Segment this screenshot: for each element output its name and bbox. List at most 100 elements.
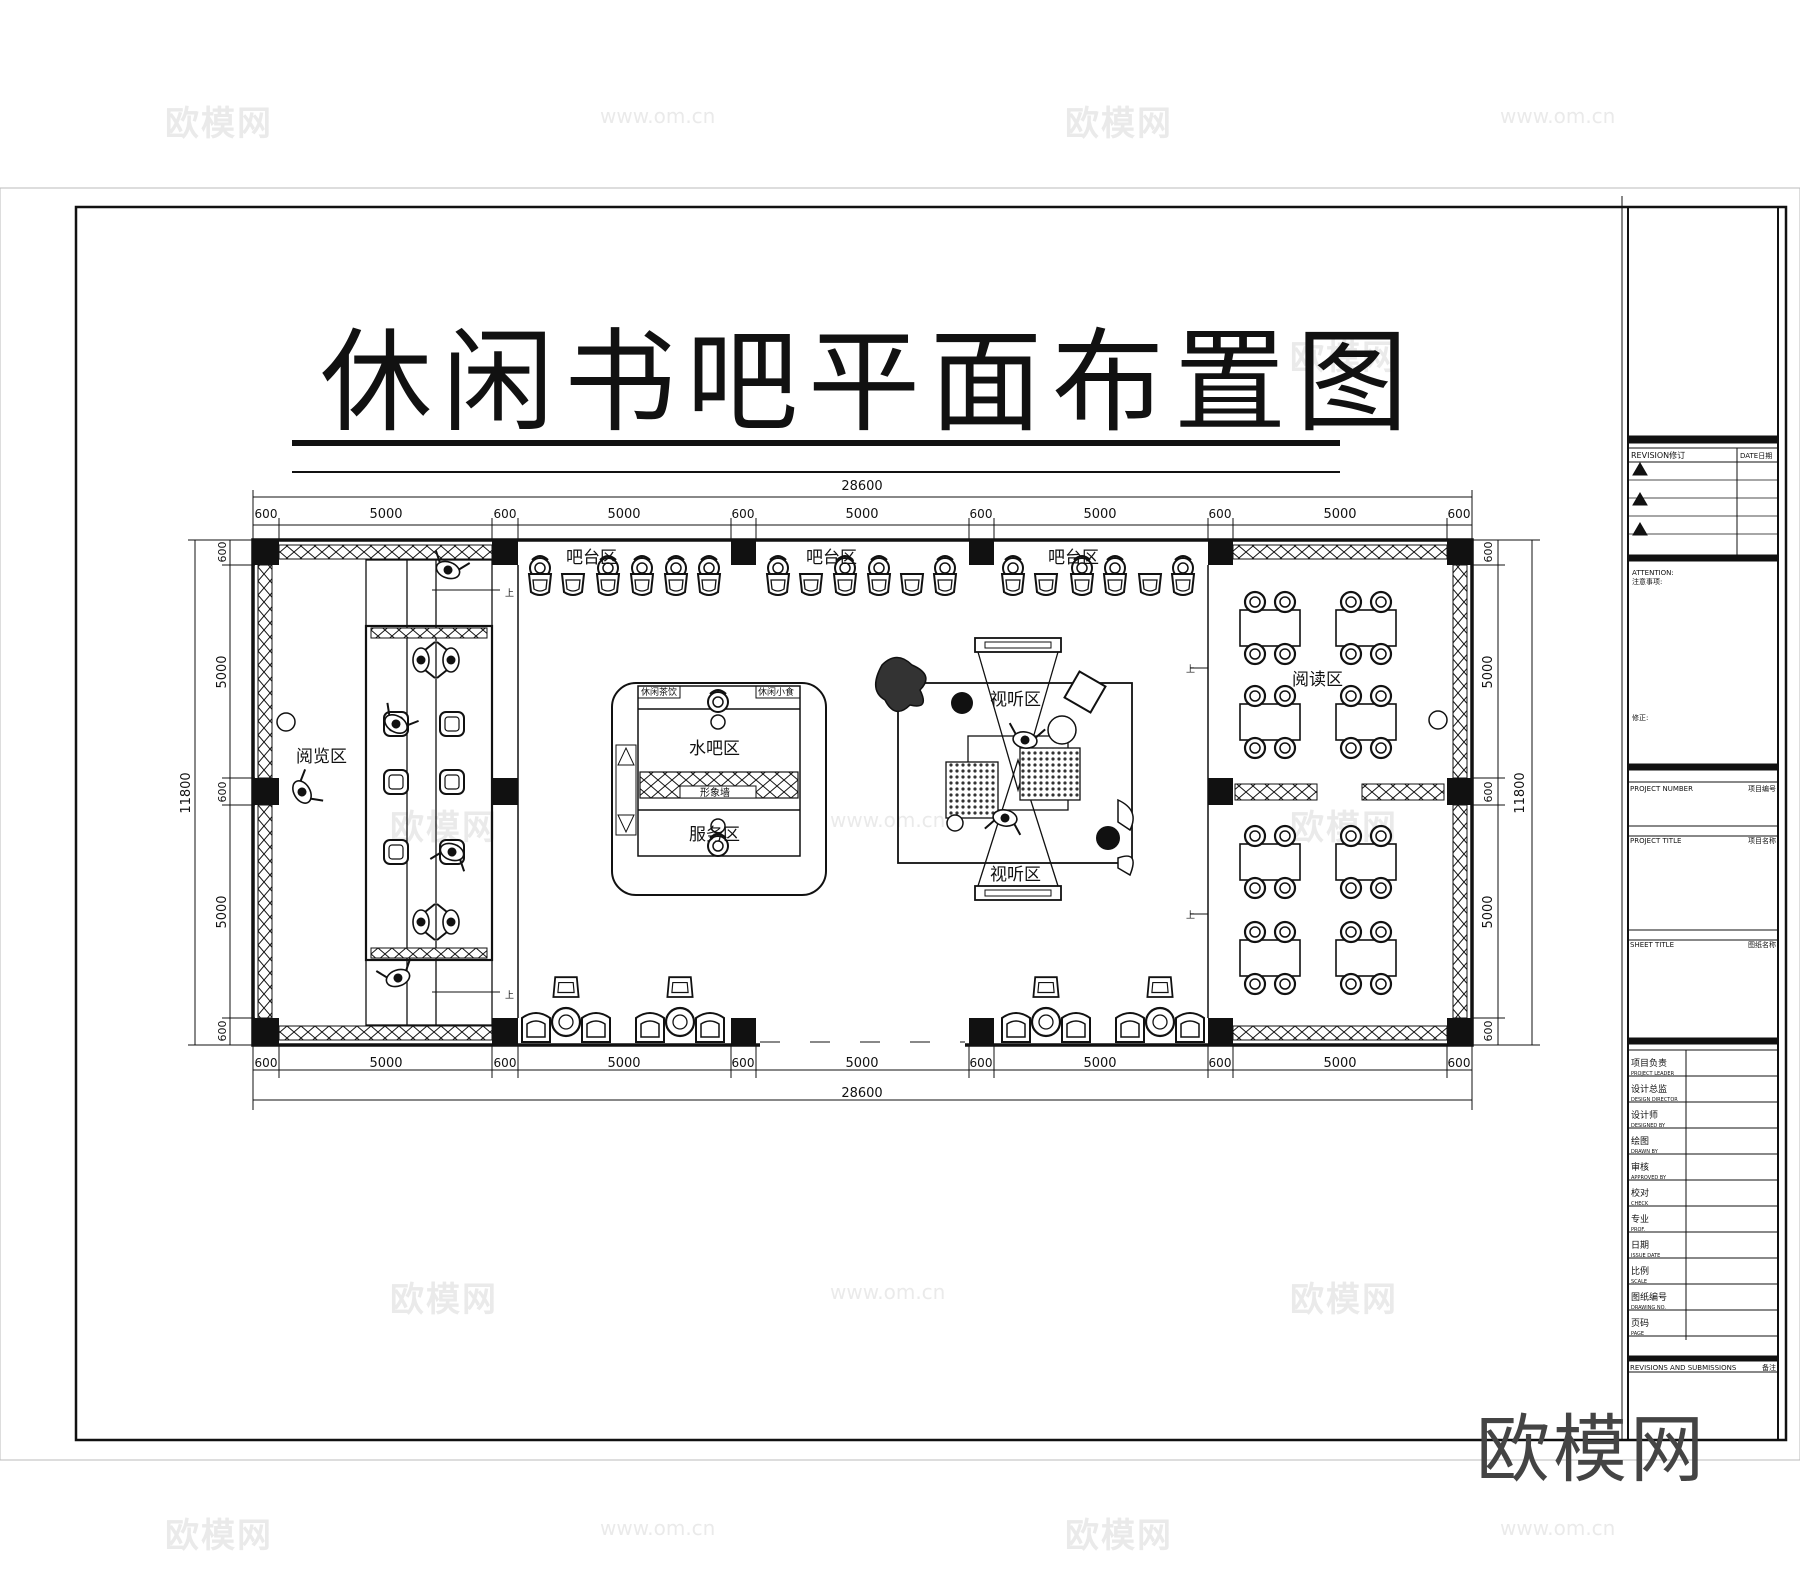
tb-attention-en: ATTENTION: <box>1632 569 1674 577</box>
zone-av-bottom: 视听区 <box>990 865 1041 885</box>
dim-left-2: 600 <box>216 782 229 803</box>
av-area <box>897 637 1133 901</box>
tb-row-cn: 比例 <box>1631 1265 1649 1277</box>
sheet-border <box>74 205 1788 1442</box>
dim-right-4: 600 <box>1482 1021 1495 1042</box>
tb-row-cn: 图纸编号 <box>1631 1291 1667 1303</box>
tb-correction: 修正: <box>1632 713 1648 722</box>
tb-row-en: PAGE <box>1631 1331 1644 1337</box>
dimension-text-vertical: 11800 600 5000 600 5000 600 11800 600 50… <box>179 542 1528 1042</box>
tb-row-cn: 项目负责 <box>1631 1057 1667 1069</box>
dim-right-0: 600 <box>1482 542 1495 563</box>
zone-bar-3: 吧台区 <box>1048 548 1099 568</box>
stairs-up-1: 上 <box>505 588 514 599</box>
dim-right-3: 5000 <box>1481 895 1496 928</box>
tb-row-cn: 绘图 <box>1631 1135 1649 1147</box>
title-underline <box>292 440 1340 446</box>
tb-row-en: PROF. <box>1631 1227 1645 1233</box>
dim-left-4: 600 <box>216 1021 229 1042</box>
tb-row-cn: 日期 <box>1631 1240 1649 1251</box>
tb-attention-cn: 注意事项: <box>1632 577 1662 586</box>
label-image-wall: 形象墙 <box>700 786 730 799</box>
tb-row-en: DRAWN BY <box>1631 1149 1659 1155</box>
tb-row-en: DRAWING NO. <box>1631 1305 1666 1311</box>
brand-logo: 欧模网 <box>1476 1407 1707 1493</box>
browse-seats <box>285 549 473 993</box>
dim-top-5: 5000 <box>845 507 878 522</box>
columns <box>253 540 1472 1045</box>
dimension-lines-sides <box>188 539 1540 1046</box>
stairs-up-4: 上 <box>1186 910 1195 921</box>
title-block <box>1621 196 1779 1441</box>
zone-service: 服务区 <box>689 825 740 845</box>
tb-project-number-cn: 项目编号 <box>1748 784 1776 793</box>
dim-top-4: 600 <box>732 507 755 521</box>
tb-sheet-title-cn: 图纸名称 <box>1748 940 1776 949</box>
dim-overall-top: 28600 <box>841 479 882 494</box>
dim-top-6: 600 <box>970 507 993 521</box>
tb-row-en: DESIGN DIRECTOR <box>1631 1097 1678 1103</box>
dim-overall-bottom: 28600 <box>841 1086 882 1101</box>
dim-right-2: 600 <box>1482 782 1495 803</box>
title-block-row-lines <box>1628 1049 1778 1337</box>
tb-row-en: PROJECT LEADER <box>1631 1071 1675 1077</box>
tb-row-en: DESIGNED BY <box>1631 1123 1666 1129</box>
tb-row-cn: 专业 <box>1631 1213 1649 1225</box>
tb-row-en: SCALE <box>1631 1279 1647 1285</box>
zone-bar-1: 吧台区 <box>566 548 617 568</box>
dim-left-0: 600 <box>216 542 229 563</box>
stairs-up-2: 上 <box>505 990 514 1001</box>
tb-row-cn: 设计师 <box>1631 1109 1658 1121</box>
tb-row-en: CHECK <box>1631 1201 1649 1207</box>
dim-height-left: 11800 <box>179 772 194 813</box>
zone-reading: 阅读区 <box>1292 670 1343 690</box>
dim-bottom-2: 600 <box>494 1056 517 1070</box>
dim-bottom-7: 5000 <box>1083 1056 1116 1071</box>
dim-height-right: 11800 <box>1513 772 1528 813</box>
tb-date: DATE日期 <box>1740 452 1772 460</box>
tb-project-number: PROJECT NUMBER <box>1630 785 1693 793</box>
dim-bottom-10: 600 <box>1448 1056 1471 1070</box>
tb-row-cn: 页码 <box>1631 1318 1649 1329</box>
dim-top-3: 5000 <box>607 507 640 522</box>
dim-top-9: 5000 <box>1323 507 1356 522</box>
dim-bottom-8: 600 <box>1209 1056 1232 1070</box>
tb-revision: REVISION修订 <box>1631 450 1685 460</box>
dimension-lines-top <box>252 490 1473 540</box>
dim-top-0: 600 <box>255 507 278 521</box>
dim-bottom-3: 5000 <box>607 1056 640 1071</box>
zone-labels: 吧台区 吧台区 吧台区 阅览区 水吧区 服务区 视听区 视听区 阅读区 <box>296 548 1343 885</box>
dimension-lines-bottom <box>252 1045 1473 1110</box>
tb-project-title: PROJECT TITLE <box>1630 837 1681 845</box>
dimension-text: 28600 600 5000 600 5000 600 5000 600 500… <box>255 479 1471 1101</box>
tb-row-cn: 校对 <box>1631 1187 1649 1199</box>
lounge-seating <box>522 977 1204 1042</box>
water-bar-island <box>611 682 827 896</box>
dim-bottom-9: 5000 <box>1323 1056 1356 1071</box>
dim-left-3: 5000 <box>215 895 230 928</box>
small-labels: 休闲茶饮 休闲小食 形象墙 上 上 上 上 <box>505 588 1195 1001</box>
dim-bottom-1: 5000 <box>369 1056 402 1071</box>
zone-bar-2: 吧台区 <box>806 548 857 568</box>
zone-water-bar: 水吧区 <box>689 739 740 759</box>
av-rug <box>945 761 999 819</box>
water-bar-stools <box>707 689 729 857</box>
stairs-up-3: 上 <box>1186 664 1195 675</box>
dim-right-1: 5000 <box>1481 655 1496 688</box>
dim-top-7: 5000 <box>1083 507 1116 522</box>
tb-remarks: 备注 <box>1762 1363 1776 1372</box>
dim-bottom-5: 5000 <box>845 1056 878 1071</box>
tb-row-cn: 审核 <box>1631 1161 1649 1173</box>
dim-top-10: 600 <box>1448 507 1471 521</box>
tb-sheet-title: SHEET TITLE <box>1630 941 1674 949</box>
tb-project-title-cn: 项目名称 <box>1748 836 1776 845</box>
tb-row-cn: 设计总监 <box>1631 1083 1667 1095</box>
dim-top-2: 600 <box>494 507 517 521</box>
page-title: 休闲书吧平面布置图 <box>320 318 1418 448</box>
zone-browse: 阅览区 <box>296 747 347 767</box>
title-block-text: REVISION修订 DATE日期 ATTENTION: 注意事项: 修正: P… <box>1630 450 1776 1372</box>
tb-row-en: ISSUE DATE <box>1631 1253 1660 1259</box>
dim-left-1: 5000 <box>215 655 230 688</box>
